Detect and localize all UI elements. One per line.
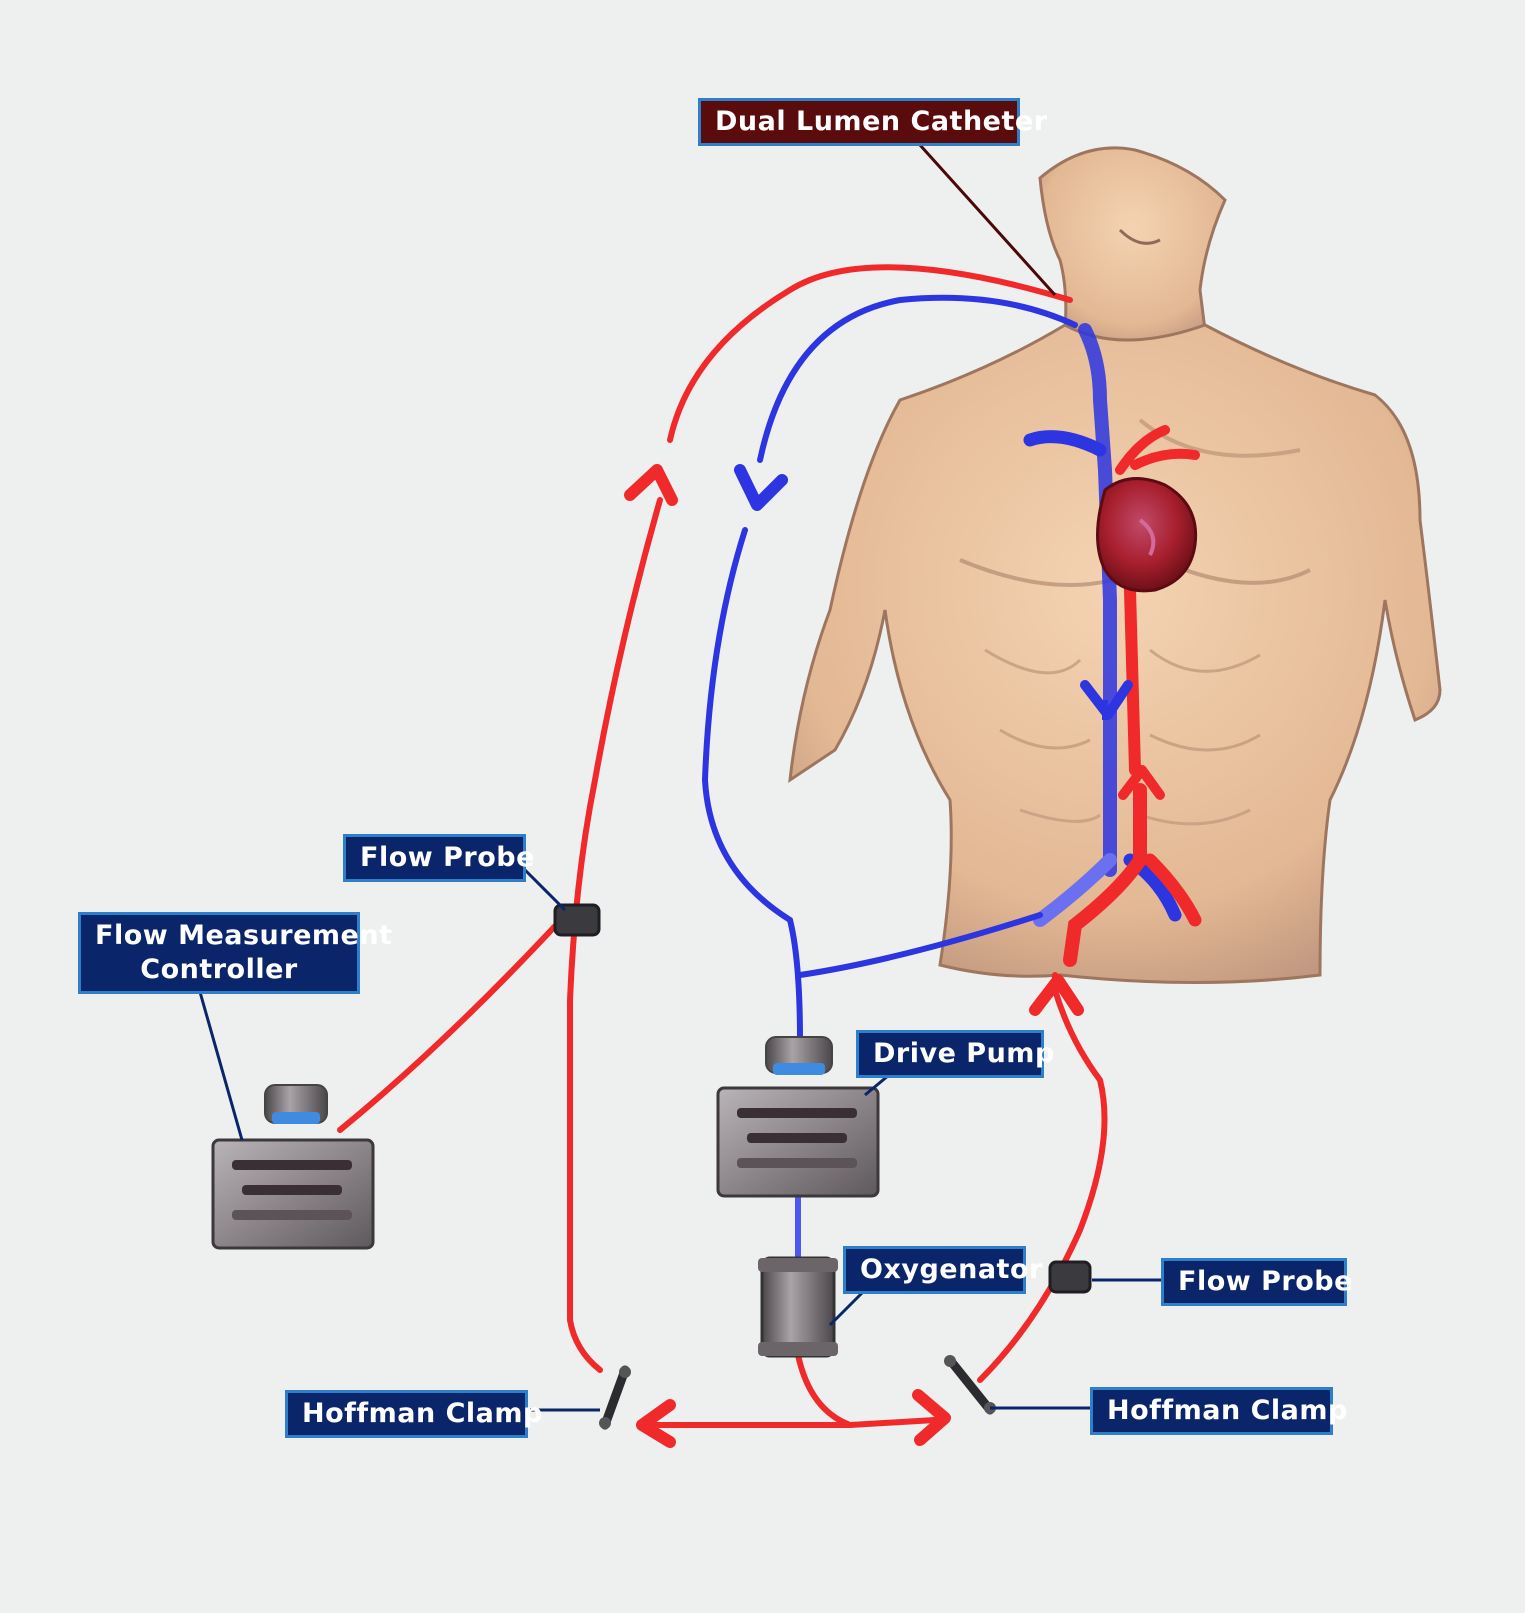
hoffman-clamp-left-label: Hoffman Clamp (285, 1390, 542, 1438)
drive-pump-device (716, 1036, 880, 1198)
drive-pump-label: Drive Pump (856, 1030, 1054, 1078)
flow-probe-lower-device (1048, 1260, 1092, 1294)
return-up-arrow (624, 464, 678, 506)
leader-flow-probe-upper (523, 868, 567, 912)
aorta-up-arrow (1118, 765, 1165, 800)
return-line-left (567, 497, 663, 1373)
left-outflow-arrow (636, 1399, 676, 1448)
vena-cava-down-arrow (1080, 680, 1133, 720)
oxygenator-device (758, 1256, 838, 1358)
hoffman-clamp-right-label: Hoffman Clamp (1090, 1387, 1347, 1435)
aorta (1063, 425, 1202, 967)
oxygenator-outflow-line (647, 1352, 852, 1428)
flow-probe-upper-label: Flow Probe (343, 834, 534, 882)
oxygenator-right-line (847, 1417, 938, 1428)
flow-measurement-controller-label-line2: Controller (140, 954, 298, 985)
right-outflow-arrow (912, 1389, 951, 1446)
dual-lumen-catheter-label: Dual Lumen Catheter (698, 98, 1047, 146)
heart (1096, 477, 1198, 593)
oxygenator-label: Oxygenator (843, 1246, 1042, 1294)
femoral-up-arrow (1029, 974, 1084, 1016)
flow-measurement-controller-device (211, 1084, 375, 1250)
leader-flow-measurement-controller (198, 991, 244, 1141)
drainage-line-upper (757, 294, 1078, 463)
hoffman-clamp-right-device (944, 1355, 996, 1415)
leader-dual-lumen-catheter (918, 143, 1057, 297)
drainage-line-lower (701, 527, 803, 1043)
femoral-return-line (977, 972, 1108, 1383)
controller-probe-line (337, 907, 573, 1133)
flow-measurement-controller-label: Flow Measurement Controller (78, 912, 393, 994)
hoffman-clamp-left-device (599, 1365, 631, 1430)
femoral-drainage-line (797, 912, 1043, 978)
return-line-upper (667, 264, 1073, 443)
drainage-down-arrow (734, 464, 788, 511)
leader-oxygenator (828, 1288, 867, 1327)
flow-probe-upper-device (553, 903, 601, 937)
flow-probe-lower-label: Flow Probe (1161, 1258, 1352, 1306)
flow-measurement-controller-label-line1: Flow Measurement (95, 920, 393, 951)
